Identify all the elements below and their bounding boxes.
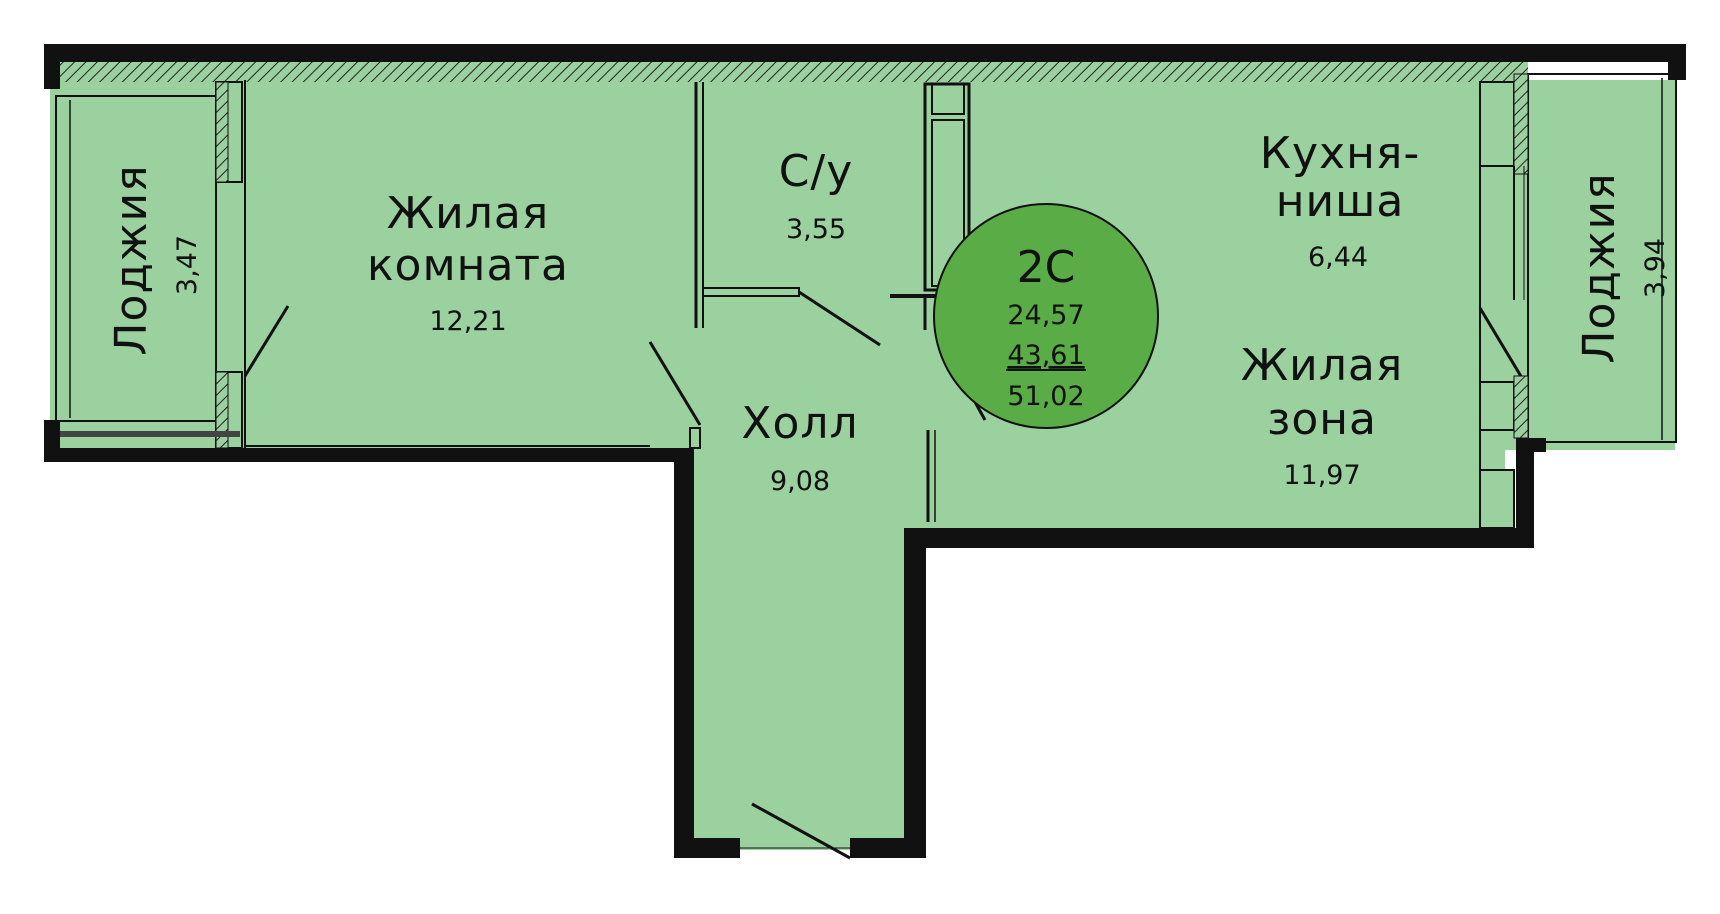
hall-corridor-floor xyxy=(690,440,920,850)
loggia-right-area: 3,94 xyxy=(1640,238,1671,298)
jamb-left-bottom-hatch xyxy=(215,371,229,449)
hall-area: 9,08 xyxy=(770,466,830,497)
wall-bottom-right xyxy=(904,528,1534,548)
loggia-left-name: Лоджия xyxy=(106,164,157,355)
wall-top xyxy=(44,44,1686,62)
jamb-left-top-hatch xyxy=(215,81,229,183)
wall-right-lower xyxy=(1516,438,1534,548)
vent-shaft-inner-top xyxy=(931,83,965,115)
living-zone-area: 11,97 xyxy=(1283,460,1360,491)
wall-left-top xyxy=(44,44,60,89)
badge-area-total: 43,61 xyxy=(1007,340,1084,371)
jamb-right-top xyxy=(1479,81,1515,167)
loggia-left-area: 3,47 xyxy=(172,235,203,295)
loggia-right-outline xyxy=(1527,73,1677,443)
loggia-left-door-swing xyxy=(243,305,290,377)
living-room-name-line1: Жилая xyxy=(387,188,550,239)
wall-bottom-left xyxy=(44,448,684,462)
bathroom-area: 3,55 xyxy=(786,214,846,245)
kitchen-name-line2: ниша xyxy=(1276,176,1405,227)
jamb-right-top-hatch xyxy=(1513,73,1529,175)
outer-walls xyxy=(44,44,1686,858)
labels: Лоджия 3,47 Жилая комната 12,21 С/у 3,55… xyxy=(106,128,1671,497)
kitchen-area: 6,44 xyxy=(1308,242,1368,273)
wall-hall-bottom-left xyxy=(674,838,740,858)
loggia-left-outline xyxy=(55,95,217,422)
jamb-right-mid-hatch xyxy=(1513,375,1529,439)
wall-hall-right xyxy=(904,528,926,858)
badge-area-with-loggias: 51,02 xyxy=(1007,381,1084,412)
loggia-right-door-swing xyxy=(1478,307,1524,379)
bathroom-door-swing xyxy=(798,290,881,347)
hall-name: Холл xyxy=(741,398,858,449)
bathroom-name: С/у xyxy=(779,146,854,197)
badge-area-living: 24,57 xyxy=(1007,300,1084,331)
badge-type: 2С xyxy=(1017,242,1076,293)
interior-lines xyxy=(55,73,1677,860)
living-room-area: 12,21 xyxy=(429,306,506,337)
wall-right-step xyxy=(1516,438,1546,452)
jamb-right-mid xyxy=(1479,381,1515,431)
living-room-door-swing xyxy=(648,341,702,426)
wall-right-top xyxy=(1668,44,1686,80)
kitchen-name-line1: Кухня- xyxy=(1260,128,1420,179)
jamb-right-low xyxy=(1479,469,1515,529)
living-room-name-line2: комната xyxy=(367,240,569,291)
hall-door-post xyxy=(689,427,701,449)
loggia-right-floor xyxy=(1505,80,1675,450)
floor-fills xyxy=(50,80,1675,850)
top-wall-band xyxy=(58,62,1508,82)
living-zone-name-line2: зона xyxy=(1267,394,1377,445)
wall-hall-left xyxy=(674,448,694,853)
loggia-right-name: Лоджия xyxy=(1574,172,1625,363)
loggia-left-floor xyxy=(50,80,245,450)
living-zone-name-line1: Жилая xyxy=(1241,340,1404,391)
apartment-badge xyxy=(933,203,1159,429)
entrance-door-swing xyxy=(751,802,851,860)
